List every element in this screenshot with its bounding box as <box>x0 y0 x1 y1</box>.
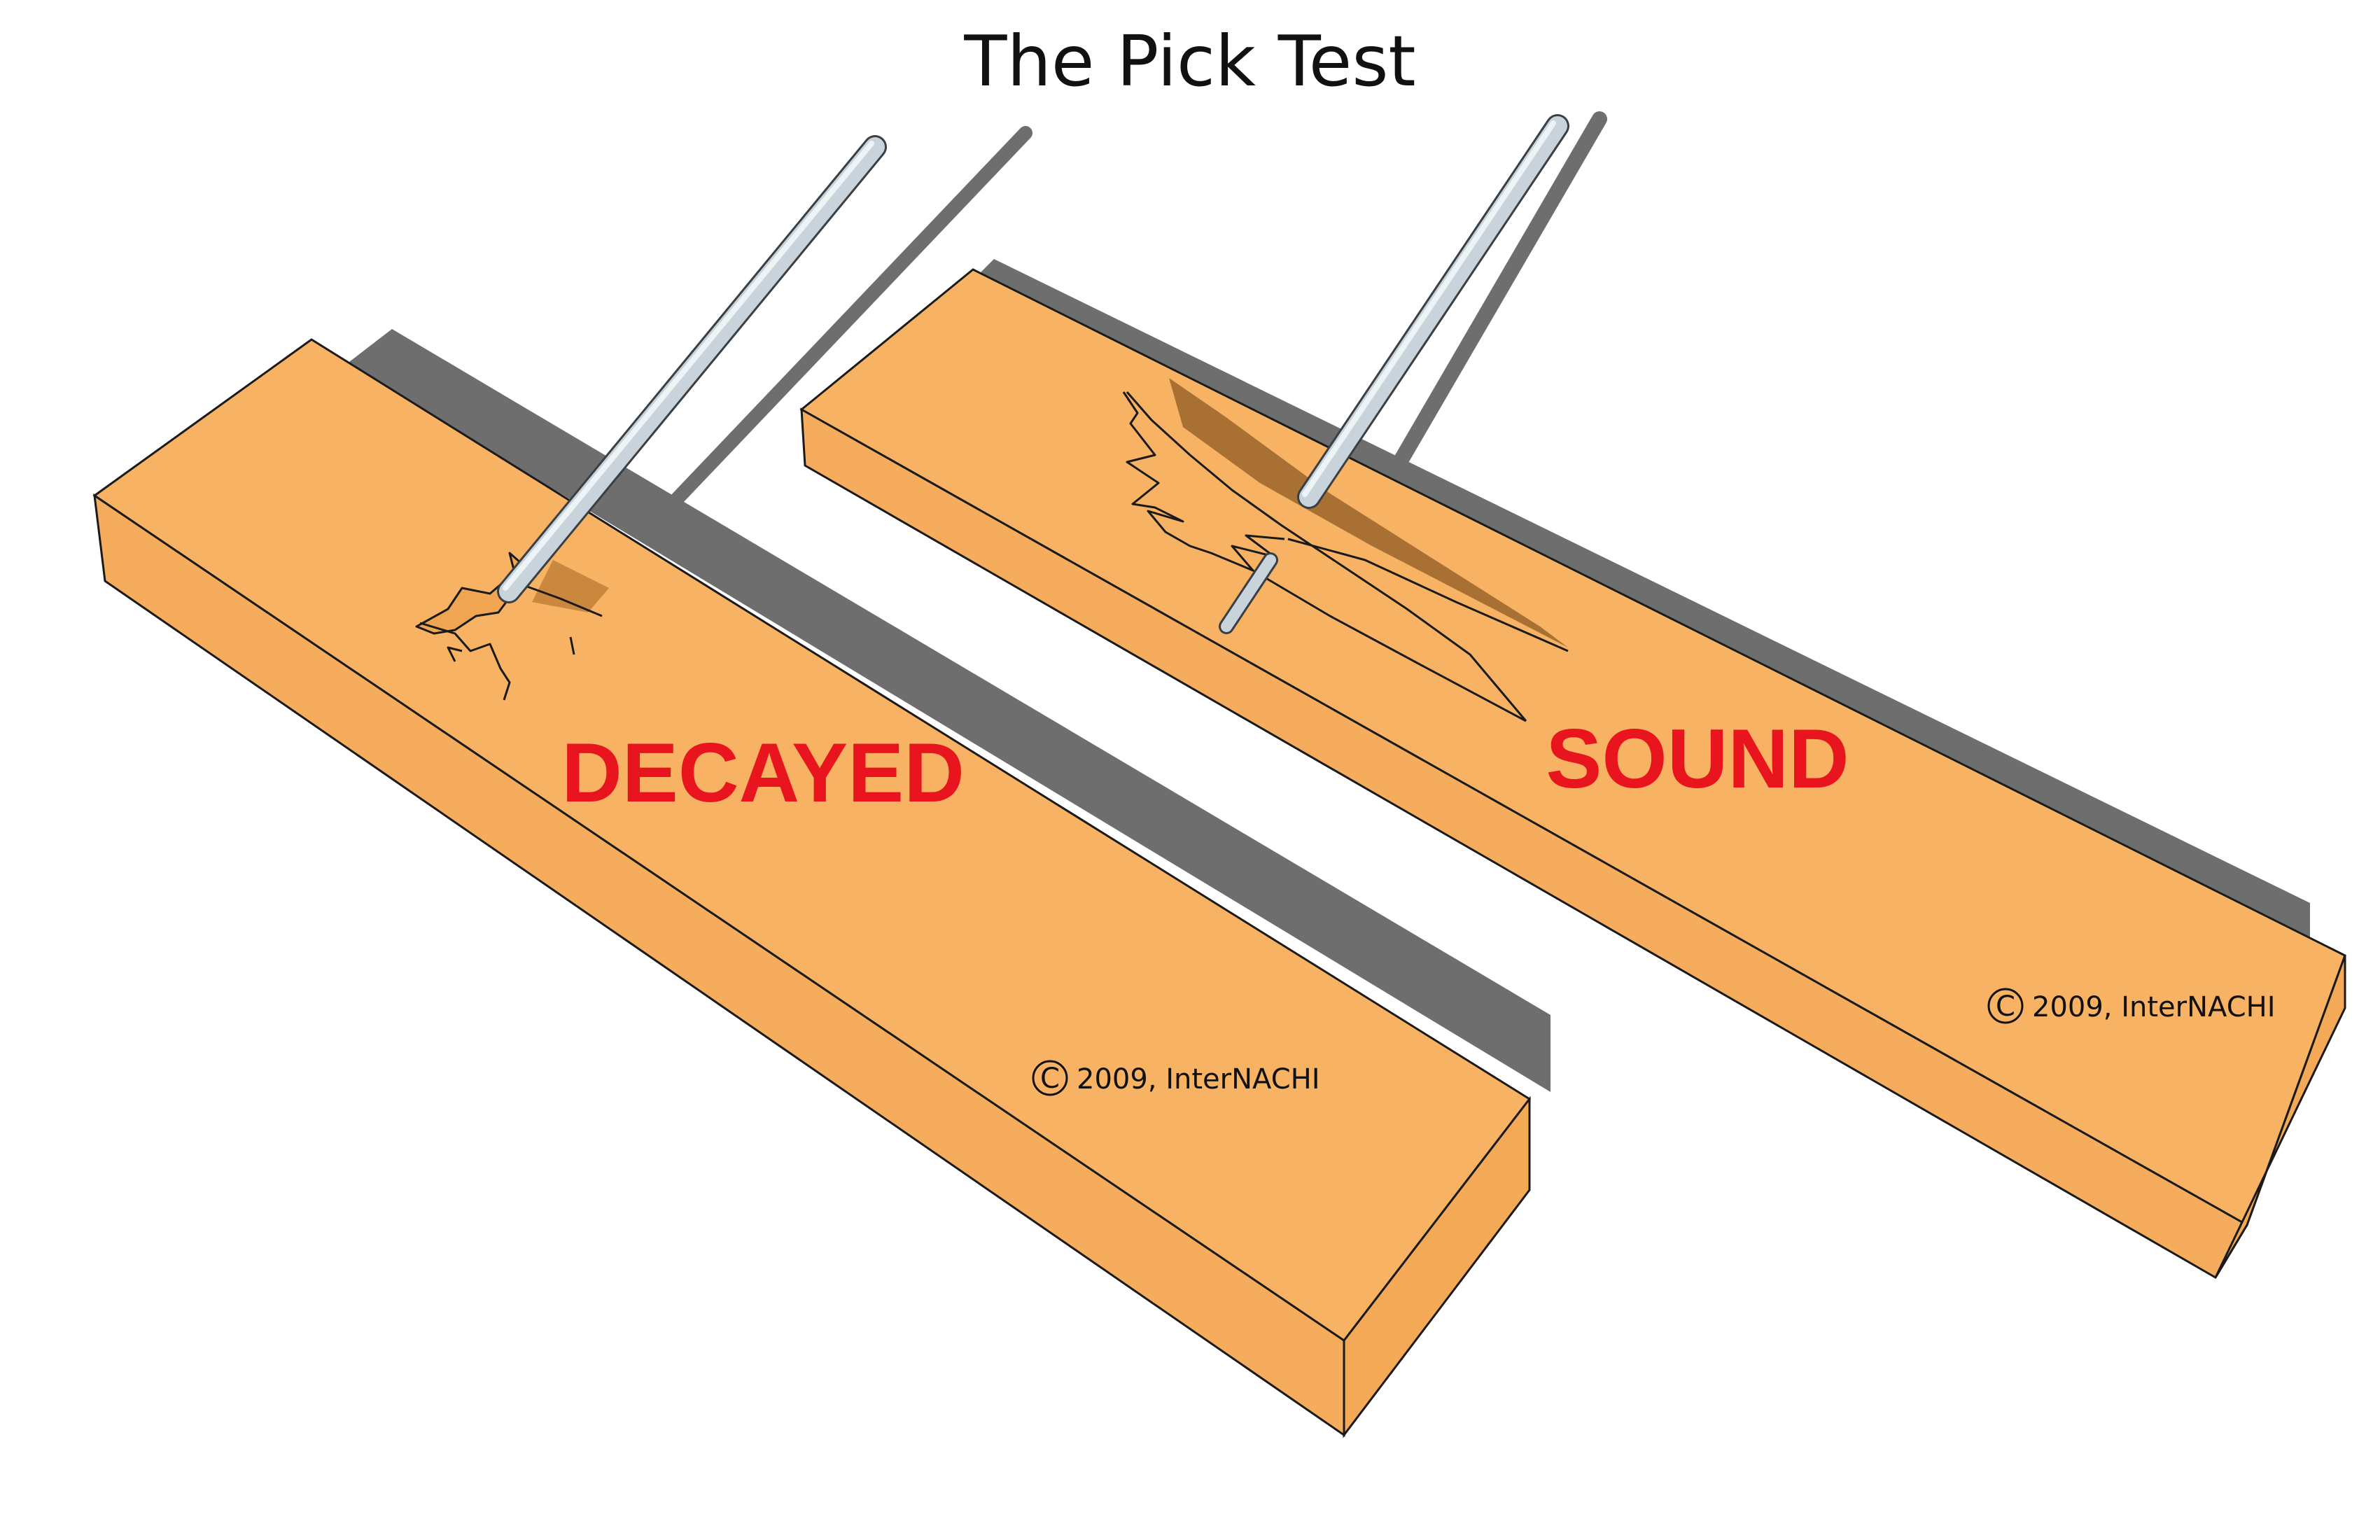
board-decayed-shadow <box>346 329 1550 1092</box>
long-splinter-icon <box>1122 391 1569 722</box>
diagram-title: The Pick Test <box>963 20 1415 102</box>
pick-decayed-shadow <box>668 126 1032 507</box>
board-decayed-end <box>1343 1096 1531 1438</box>
copyright-symbol: C <box>1040 1063 1060 1095</box>
copyright-circle-icon <box>1032 1060 1068 1096</box>
copyright-symbol: C <box>1996 990 2015 1023</box>
splinter-shadow <box>1169 378 1568 648</box>
copyright-text: 2009, InterNACHI <box>2032 991 2276 1023</box>
board-sound-label: SOUND <box>1546 712 1849 806</box>
board-sound: SOUND C 2009, InterNACHI <box>799 111 2346 1280</box>
pick-decayed <box>497 135 887 603</box>
pick-sound-shadow <box>1368 111 1607 512</box>
pick-sound <box>1219 114 1569 634</box>
board-decayed-copyright: C 2009, InterNACHI <box>1032 1060 1320 1096</box>
board-decayed: DECAYED C 2009, InterNACHI <box>92 126 1550 1438</box>
board-sound-copyright: C 2009, InterNACHI <box>1987 988 2276 1024</box>
decay-shadow <box>532 560 609 612</box>
decay-splinter-icon <box>415 552 603 701</box>
board-decayed-label: DECAYED <box>561 726 965 820</box>
copyright-text: 2009, InterNACHI <box>1077 1063 1320 1096</box>
board-sound-end <box>2214 955 2346 1278</box>
copyright-circle-icon <box>1987 988 2024 1024</box>
